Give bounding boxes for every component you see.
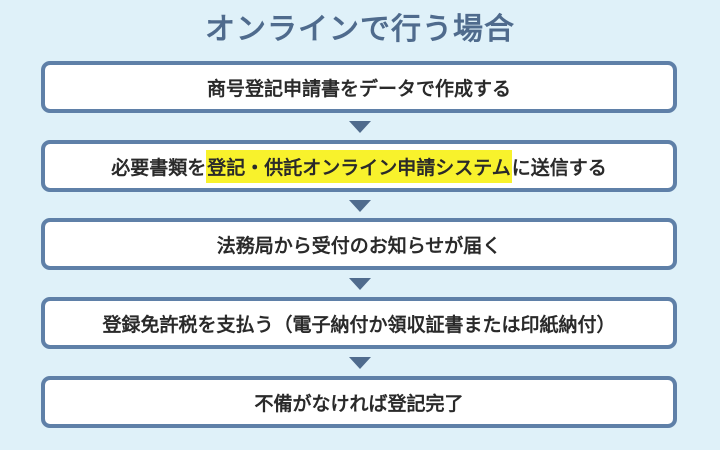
step-1-text: 商号登記申請書をデータで作成する	[206, 77, 511, 100]
step-1-box: 商号登記申請書をデータで作成する	[41, 61, 677, 113]
diagram-title: オンラインで行う場合	[205, 12, 515, 47]
step-2-suffix: に送信する	[511, 156, 607, 179]
step-3-box: 法務局から受付のお知らせが届く	[41, 218, 677, 270]
step-2-prefix: 必要書類を	[111, 156, 207, 179]
down-arrow-icon	[349, 278, 371, 290]
step-5-box: 不備がなければ登記完了	[41, 376, 677, 428]
down-arrow-icon	[349, 357, 371, 369]
step-5-text: 不備がなければ登記完了	[254, 392, 464, 415]
step-4-text: 登録免許税を支払う（電子納付か領収証書または印紙納付）	[102, 313, 616, 336]
step-2-box: 必要書類を登記・供託オンライン申請システムに送信する	[41, 140, 677, 192]
step-2-highlight: 登記・供託オンライン申請システム	[206, 149, 512, 183]
down-arrow-icon	[349, 200, 371, 212]
step-4-box: 登録免許税を支払う（電子納付か領収証書または印紙納付）	[41, 297, 677, 349]
step-3-text: 法務局から受付のお知らせが届く	[216, 234, 502, 257]
down-arrow-icon	[349, 121, 371, 133]
